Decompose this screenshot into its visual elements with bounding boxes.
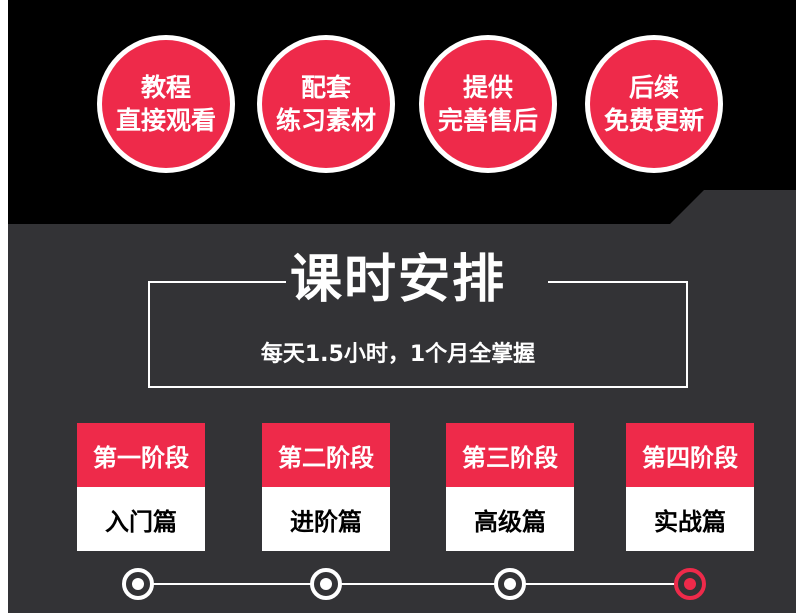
- badge-line1: 教程: [140, 73, 191, 102]
- stage-name: 实战篇: [626, 487, 754, 551]
- badge-line1: 后续: [628, 73, 679, 102]
- stage-heading: 第四阶段: [626, 423, 754, 487]
- feature-badge-updates: 后续 免费更新: [590, 40, 718, 168]
- timeline-node-1: [122, 568, 154, 600]
- schedule-title: 课时安排: [289, 250, 506, 310]
- feature-badge-tutorial: 教程 直接观看: [102, 40, 230, 168]
- frame-top-right: [548, 281, 688, 283]
- timeline-node-4-current: [674, 568, 706, 600]
- badge-line1: 提供: [462, 73, 513, 102]
- frame-bottom: [148, 386, 688, 388]
- feature-badge-support: 提供 完善售后: [424, 40, 552, 168]
- schedule-subtitle: 每天1.5小时，1个月全掌握: [260, 342, 536, 367]
- badge-line2: 完善售后: [437, 106, 538, 135]
- stage-card-3: 第三阶段 高级篇: [446, 423, 574, 551]
- stage-heading: 第三阶段: [446, 423, 574, 487]
- stage-name: 入门篇: [77, 487, 205, 551]
- stage-name: 高级篇: [446, 487, 574, 551]
- frame-top-left: [148, 281, 286, 283]
- stage-card-4: 第四阶段 实战篇: [626, 423, 754, 551]
- stage-heading: 第二阶段: [262, 423, 390, 487]
- stage-heading: 第一阶段: [77, 423, 205, 487]
- frame-left: [148, 281, 150, 388]
- stage-card-2: 第二阶段 进阶篇: [262, 423, 390, 551]
- timeline-node-2: [310, 568, 342, 600]
- badge-line2: 练习素材: [275, 106, 376, 135]
- stage-card-1: 第一阶段 入门篇: [77, 423, 205, 551]
- badge-line2: 直接观看: [115, 106, 216, 135]
- timeline-node-3: [494, 568, 526, 600]
- stage-name: 进阶篇: [262, 487, 390, 551]
- frame-right: [686, 281, 688, 388]
- timeline-line: [138, 583, 690, 585]
- badge-line1: 配套: [300, 73, 351, 102]
- badge-line2: 免费更新: [603, 106, 704, 135]
- feature-badge-materials: 配套 练习素材: [262, 40, 390, 168]
